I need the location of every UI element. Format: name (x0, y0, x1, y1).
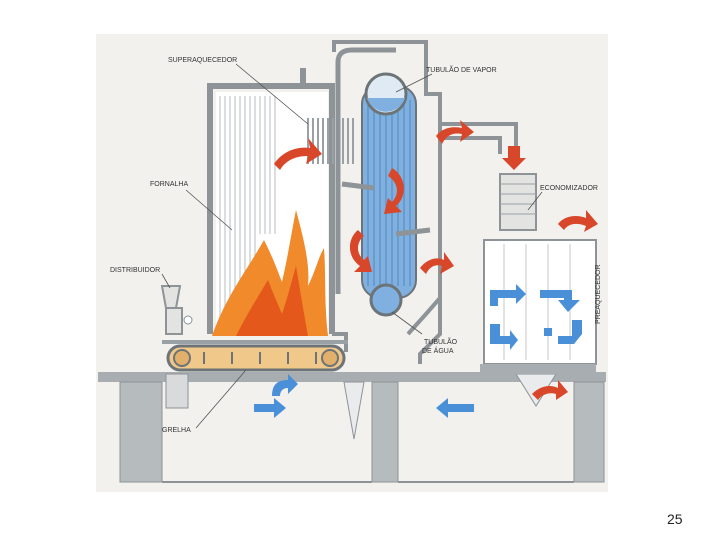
page-number: 25 (667, 511, 683, 527)
label-furnace: FORNALHA (150, 181, 188, 188)
ground-structure (98, 372, 606, 483)
label-superheater: SUPERAQUECEDOR (168, 57, 237, 64)
water-drum (369, 283, 403, 317)
boiler-casing (332, 40, 518, 364)
label-air-preheater: PREAQUECEDOR (595, 264, 602, 324)
travelling-grate (162, 340, 348, 372)
label-water-drum-line1: TUBULÃO (424, 337, 458, 346)
label-grate: GRELHA (162, 427, 191, 434)
label-leader-lines (161, 63, 543, 429)
water-tube-bank (335, 47, 431, 299)
economizer (499, 173, 537, 231)
label-economizer: ECONOMIZADOR (540, 185, 598, 192)
air-flow-arrows (254, 284, 582, 418)
hot-gas-flow-arrows (274, 120, 598, 400)
boiler-diagram: SUPERAQUECEDOR TUBULÃO DE VAPOR FORNALHA… (96, 34, 608, 492)
fuel-distributor (160, 285, 193, 335)
furnace-flame (212, 210, 328, 336)
label-steam-drum: TUBULÃO DE VAPOR (426, 65, 497, 74)
steam-drum (364, 72, 408, 116)
label-water-drum-line2: DE ÁGUA (422, 346, 454, 355)
label-distributor: DISTRIBUIDOR (110, 267, 160, 274)
